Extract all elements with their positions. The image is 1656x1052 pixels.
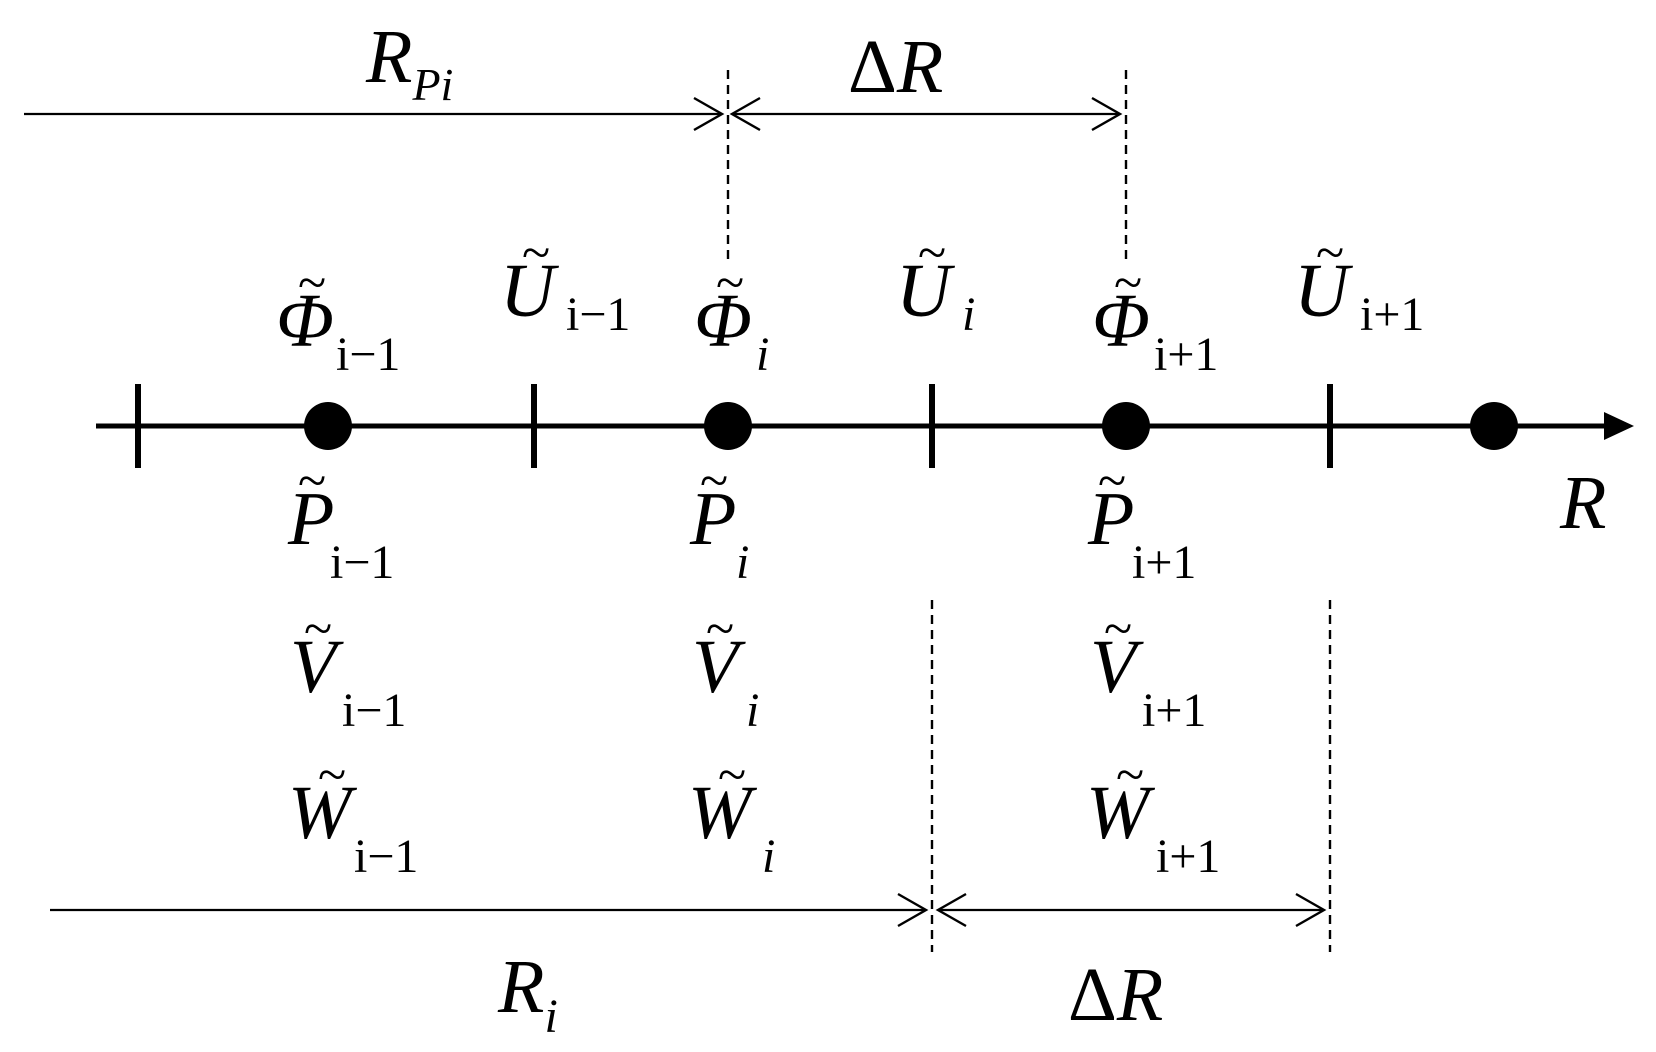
v-i-minus-1: ~ V i−1: [290, 601, 406, 737]
u-subscript: i: [962, 288, 975, 341]
phi-subscript: i−1: [336, 328, 400, 381]
grid-node: [1102, 402, 1150, 450]
dimension-r-pi: RPi: [24, 15, 725, 132]
v-subscript: i+1: [1142, 684, 1206, 737]
dimension-delta-r-top-right-arrowhead: [1091, 96, 1123, 132]
w-subscript: i−1: [354, 830, 418, 883]
phi-i-minus-1: ~ Φ i−1: [276, 255, 400, 381]
tilde-mark: ~: [298, 453, 326, 510]
grid-nodes: [304, 402, 1518, 450]
tilde-mark: ~: [522, 225, 550, 282]
axis-label: R: [1559, 461, 1606, 545]
phi-symbol: Φ: [276, 279, 334, 363]
dimension-r-pi-arrowhead: [693, 96, 725, 132]
dimension-delta-r-bottom-left-arrowhead: [935, 892, 967, 928]
u-subscript: i−1: [566, 288, 630, 341]
phi-symbol: Φ: [1092, 279, 1150, 363]
w-symbol: W: [1086, 771, 1156, 855]
p-subscript: i−1: [330, 536, 394, 589]
u-symbol: U: [500, 249, 559, 333]
p-i: ~ P i: [689, 453, 749, 589]
w-i-plus-1: ~ W i+1: [1086, 747, 1220, 883]
v-subscript: i−1: [342, 684, 406, 737]
w-subscript: i: [762, 830, 775, 883]
p-subscript: i+1: [1132, 536, 1196, 589]
u-i: ~ U i: [896, 225, 975, 341]
p-symbol: P: [287, 477, 334, 561]
tilde-mark: ~: [298, 255, 326, 312]
v-i: ~ V i: [692, 601, 759, 737]
p-symbol: P: [1087, 477, 1134, 561]
face-ticks: [135, 384, 1333, 468]
tilde-mark: ~: [1116, 747, 1144, 804]
p-symbol: P: [689, 477, 736, 561]
dimension-delta-r-top-left-arrowhead: [729, 96, 761, 132]
phi-i: ~ Φ i: [694, 255, 769, 381]
dimension-r-i-arrowhead: [897, 892, 929, 928]
v-subscript: i: [746, 684, 759, 737]
dimension-r-pi-label: RPi: [365, 15, 453, 110]
u-symbol: U: [1294, 249, 1353, 333]
phi-labels: ~ Φ i−1 ~ Φ i ~ Φ i+1: [276, 255, 1218, 381]
v-symbol: V: [290, 625, 344, 709]
w-i: ~ W i: [688, 747, 775, 883]
w-symbol: W: [688, 771, 758, 855]
phi-subscript: i+1: [1154, 328, 1218, 381]
dimension-r-i: Ri: [50, 892, 929, 1043]
dimension-delta-r-top: ΔR: [729, 25, 1123, 132]
p-labels: ~ P i−1 ~ P i ~ P i+1: [287, 453, 1196, 589]
w-subscript: i+1: [1156, 830, 1220, 883]
v-symbol: V: [692, 625, 746, 709]
u-symbol: U: [896, 249, 955, 333]
tilde-mark: ~: [918, 225, 946, 282]
w-symbol: W: [288, 771, 358, 855]
phi-subscript: i: [756, 328, 769, 381]
phi-i-plus-1: ~ Φ i+1: [1092, 255, 1218, 381]
tilde-mark: ~: [718, 747, 746, 804]
tilde-mark: ~: [1104, 601, 1132, 658]
p-i-plus-1: ~ P i+1: [1087, 453, 1196, 589]
tilde-mark: ~: [706, 601, 734, 658]
v-symbol: V: [1090, 625, 1144, 709]
tilde-mark: ~: [716, 255, 744, 312]
dimension-delta-r-bottom-label: ΔR: [1068, 953, 1163, 1037]
tilde-mark: ~: [318, 747, 346, 804]
tilde-mark: ~: [1114, 255, 1142, 312]
tilde-mark: ~: [700, 453, 728, 510]
dimension-delta-r-bottom-right-arrowhead: [1295, 892, 1327, 928]
p-i-minus-1: ~ P i−1: [287, 453, 394, 589]
u-i-plus-1: ~ U i+1: [1294, 225, 1424, 341]
dimension-delta-r-bottom: ΔR: [935, 892, 1327, 1037]
u-i-minus-1: ~ U i−1: [500, 225, 630, 341]
tilde-mark: ~: [1098, 453, 1126, 510]
grid-node: [1470, 402, 1518, 450]
p-subscript: i: [736, 536, 749, 589]
w-i-minus-1: ~ W i−1: [288, 747, 418, 883]
dimension-delta-r-top-label: ΔR: [848, 25, 943, 109]
tilde-mark: ~: [1316, 225, 1344, 282]
u-labels: ~ U i−1 ~ U i ~ U i+1: [500, 225, 1424, 341]
dimension-r-i-label: Ri: [497, 945, 558, 1043]
grid-node: [304, 402, 352, 450]
v-labels: ~ V i−1 ~ V i ~ V i+1: [290, 601, 1206, 737]
u-subscript: i+1: [1360, 288, 1424, 341]
v-i-plus-1: ~ V i+1: [1090, 601, 1206, 737]
w-labels: ~ W i−1 ~ W i ~ W i+1: [288, 747, 1220, 883]
phi-symbol: Φ: [694, 279, 752, 363]
grid-node: [704, 402, 752, 450]
tilde-mark: ~: [304, 601, 332, 658]
axis-arrowhead: [1604, 412, 1634, 440]
